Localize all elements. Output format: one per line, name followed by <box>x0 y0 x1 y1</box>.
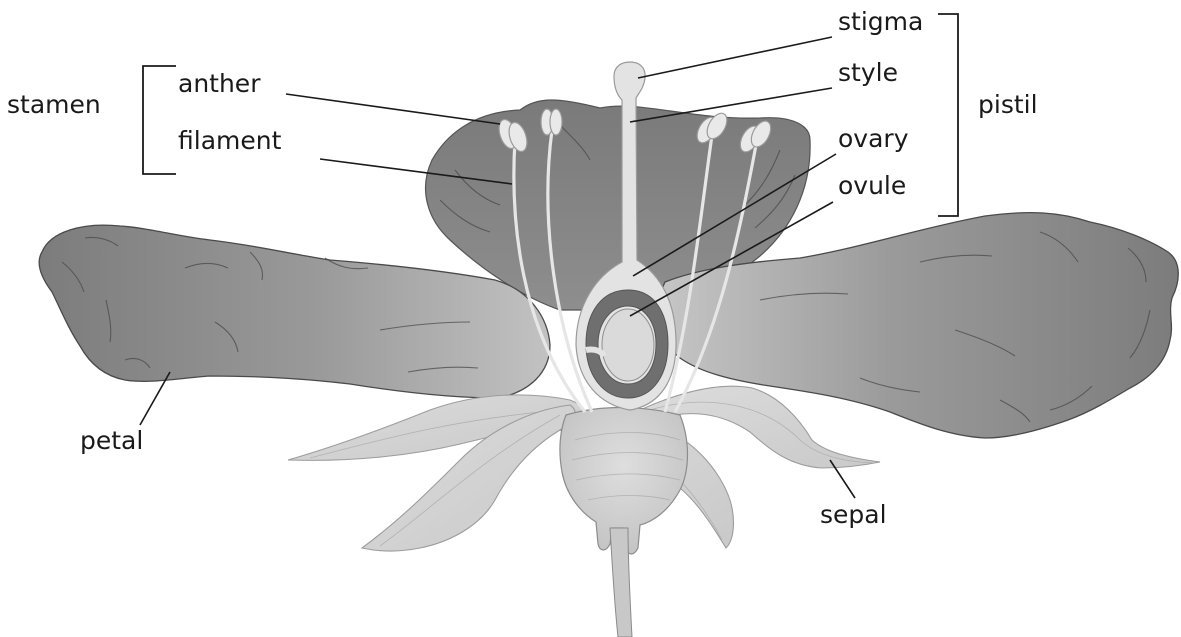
anther-2 <box>541 109 562 135</box>
label-stigma: stigma <box>838 7 923 36</box>
leader-anther <box>286 94 500 124</box>
label-sepal: sepal <box>820 500 887 529</box>
label-petal: petal <box>80 426 143 455</box>
leader-style <box>630 88 832 122</box>
label-ovary: ovary <box>838 124 909 153</box>
label-ovule: ovule <box>838 171 906 200</box>
label-filament: filament <box>178 126 282 155</box>
stamen-bracket <box>143 66 176 174</box>
leader-stigma <box>638 37 832 78</box>
label-style: style <box>838 58 898 87</box>
label-anther: anther <box>178 69 261 98</box>
ovule-shape <box>602 309 654 381</box>
label-stamen: stamen <box>7 90 101 119</box>
pistil-bracket <box>938 14 958 216</box>
label-pistil: pistil <box>978 90 1038 119</box>
